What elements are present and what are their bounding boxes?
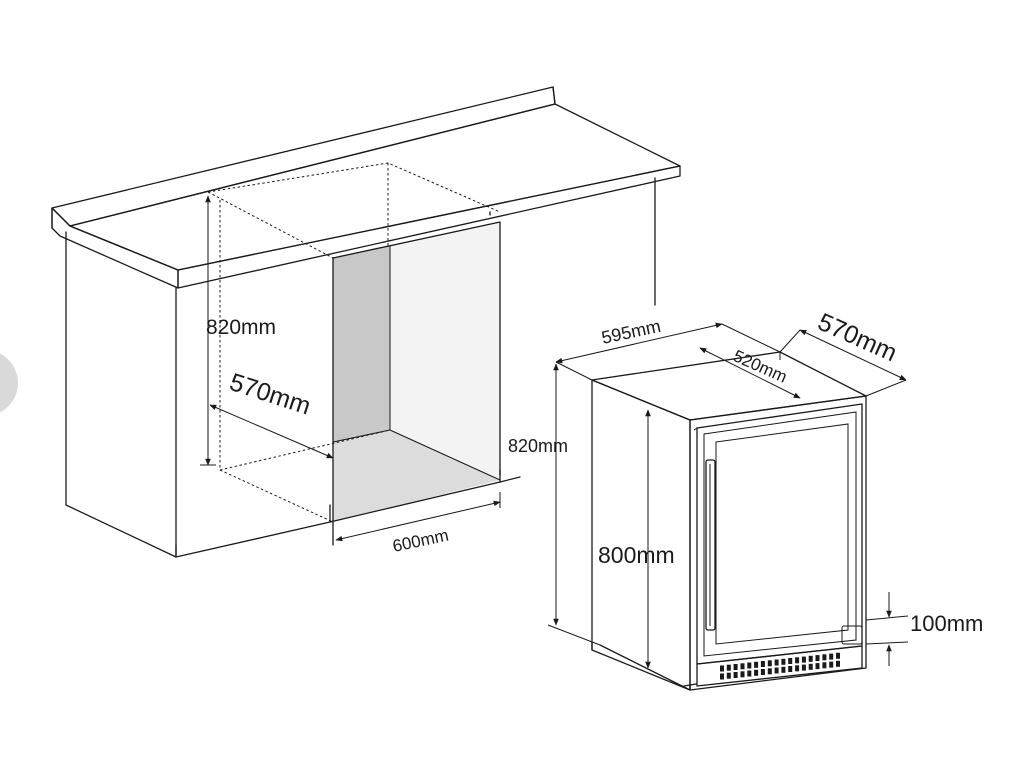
grille-slot <box>767 660 772 667</box>
grille-slot <box>836 660 840 667</box>
appliance-depth-label: 570mm <box>814 308 902 367</box>
grille-slot <box>781 666 786 673</box>
grille-slot <box>726 664 731 671</box>
cabinet-opening-height-label: 820mm <box>508 436 568 456</box>
grille-slot <box>754 669 759 676</box>
grille-slot <box>740 671 745 678</box>
grille-slot <box>808 663 813 670</box>
cabinet-height-dimension: 820mm <box>200 195 276 466</box>
grille-slot <box>829 653 834 660</box>
cabinet-drawing: 820mm 570mm 600mm 820mm <box>51 86 681 558</box>
grille-slot <box>795 657 800 664</box>
cavity-side-wall <box>390 222 500 480</box>
cabinet-body <box>65 177 656 558</box>
cavity <box>329 221 521 546</box>
grille-slot <box>808 655 813 662</box>
cabinet-height-label: 820mm <box>206 316 276 339</box>
cavity-back-wall <box>333 246 390 442</box>
cabinet-depth-label: 570mm <box>226 368 314 420</box>
ventilation-grille <box>696 625 863 687</box>
grille-slot <box>733 664 738 670</box>
grille-slot <box>815 655 820 662</box>
grille-slot <box>747 662 752 669</box>
appliance-outer-height-dimension <box>547 363 601 646</box>
grille-slot <box>822 654 827 661</box>
grille-slot <box>720 665 724 672</box>
grille-slot <box>726 672 731 679</box>
appliance-height-label: 800mm <box>598 542 675 568</box>
plinth-height-dimension: 100mm <box>865 592 983 666</box>
grille-slot <box>774 667 779 674</box>
grille-slot <box>788 658 793 664</box>
grille-slot <box>822 662 827 669</box>
grille-slot <box>788 666 793 672</box>
grille-slot <box>747 670 752 677</box>
appliance-depth-dimension: 570mm <box>779 308 907 397</box>
appliance-body <box>591 351 867 691</box>
grille-slot <box>795 665 800 672</box>
grille-slot <box>815 663 820 670</box>
side-scroll-tab[interactable] <box>0 350 18 416</box>
grille-slot <box>781 658 786 665</box>
grille-slot <box>836 652 840 659</box>
appliance-drawing: 595mm 570mm 520mm 800mm 100mm <box>547 308 983 691</box>
grille-slot <box>760 661 765 667</box>
grille-slot <box>720 673 724 680</box>
grille-slot <box>740 663 745 670</box>
countertop <box>51 86 681 289</box>
grille-slot <box>829 661 834 668</box>
cabinet-width-label: 600mm <box>391 526 450 556</box>
grille-slot <box>760 669 765 675</box>
plinth-height-label: 100mm <box>910 611 983 636</box>
grille-slot <box>774 659 779 666</box>
cavity-floor <box>333 430 500 522</box>
cabinet-depth-dimension: 570mm <box>209 368 334 459</box>
appliance-door <box>693 403 863 665</box>
grille-slot <box>754 661 759 668</box>
door-handle[interactable] <box>705 459 716 631</box>
appliance-width-label: 595mm <box>600 316 663 348</box>
grille-slot <box>801 656 806 663</box>
grille-slot <box>801 664 806 671</box>
appliance-height-dimension: 800mm <box>598 409 675 669</box>
grille-slot <box>767 668 772 675</box>
grille-slot <box>733 672 738 678</box>
